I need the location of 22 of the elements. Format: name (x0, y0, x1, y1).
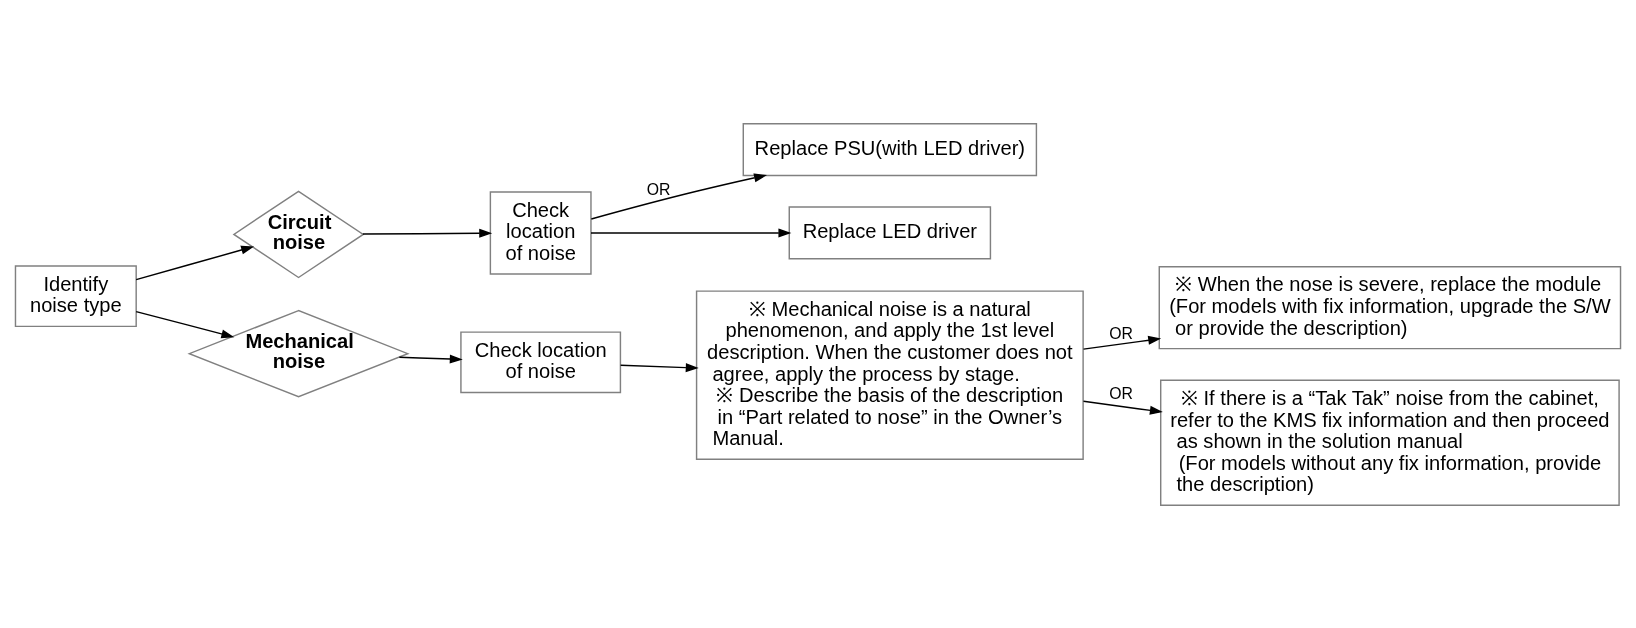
arrow (620, 362, 699, 372)
arrow (1082, 400, 1163, 415)
arrow (590, 172, 768, 220)
node-diamond: Circuit noise (232, 189, 365, 278)
node-box: Identify noise type (14, 264, 137, 327)
arrow (1082, 335, 1162, 350)
arrow (135, 310, 235, 338)
edge-label: OR (1109, 384, 1134, 402)
arrow (590, 227, 792, 237)
node-box: Check location of noise (460, 330, 622, 393)
node-diamond: Mechanical noise (187, 309, 410, 398)
arrow (362, 228, 493, 238)
edge-label: OR (1109, 324, 1134, 342)
node-box: Check location of noise (489, 190, 592, 275)
node-box: ※ Mechanical noise is a natural phenomenon, and apply the 1st level description. When the customer does not agree, apply the process by stage. ※ Describe the basis of the description in “Part related to nose” in the Owner’s Manual. (695, 289, 1084, 460)
edge-label: OR (646, 180, 671, 198)
node-box: ※ When the nose is severe, replace the module (For models with fix information, upgrade the S/W or provide the description) (1158, 265, 1622, 349)
arrow (398, 354, 463, 364)
arrow (135, 245, 255, 280)
node-box: Replace LED driver (788, 205, 992, 260)
node-box: Replace PSU(with LED driver) (742, 122, 1038, 176)
node-box: ※ If there is a “Tak Tak” noise from the cabinet, refer to the KMS fix information and then proceed as shown in the solution manual (For models without any fix information, provide the description) (1160, 379, 1620, 506)
